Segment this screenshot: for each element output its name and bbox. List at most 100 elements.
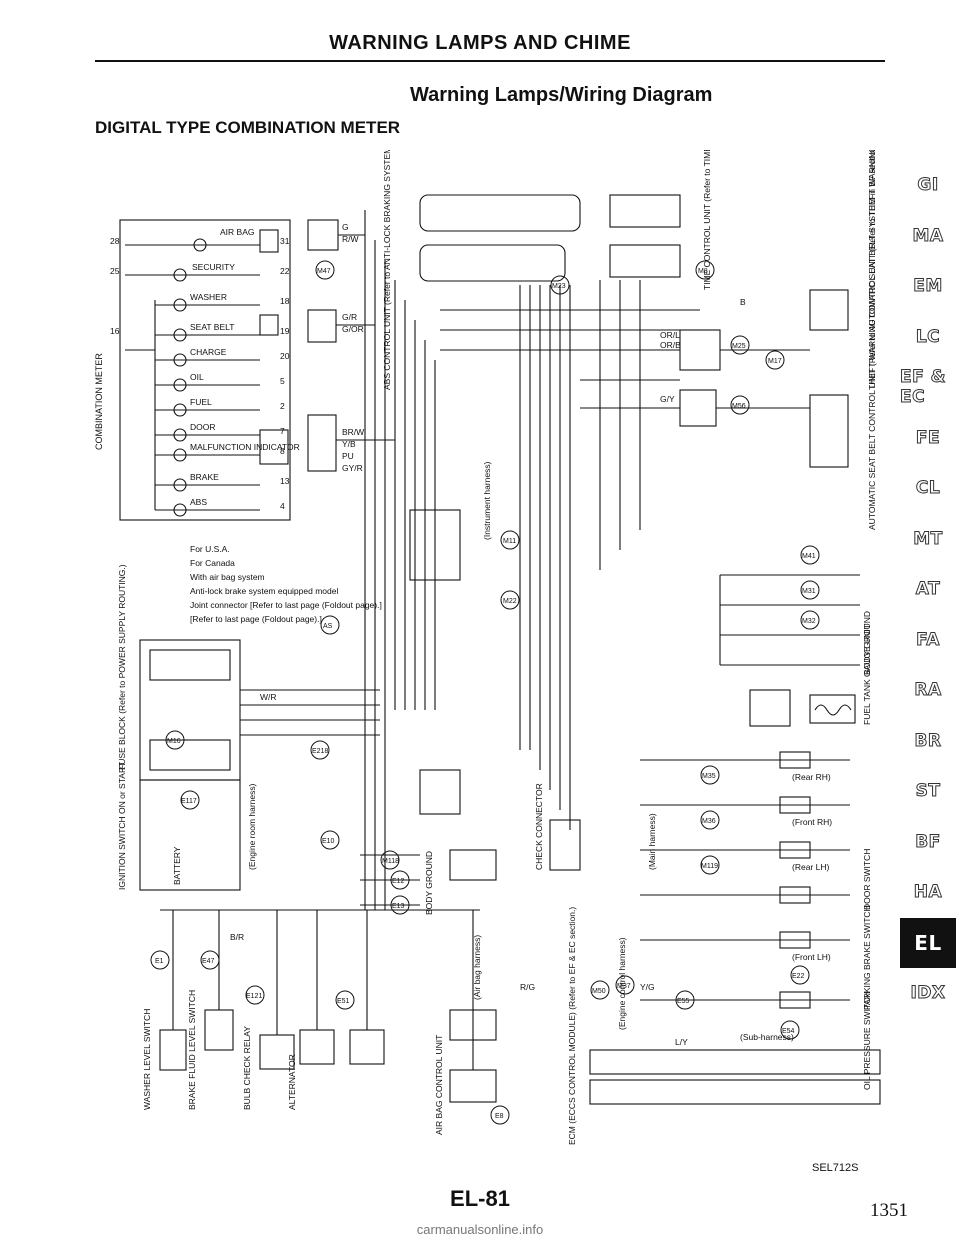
connector-m25: M25 [732, 343, 746, 350]
index-tab-ha[interactable]: HA [913, 882, 943, 903]
watermark: carmanualsonline.info [416, 1222, 544, 1237]
index-tab-em[interactable]: EM [913, 276, 943, 297]
fuel-gauge-connector [749, 689, 791, 727]
diagram-labels: AIR BAG SECURITY WASHER SEAT BELT CHARGE… [94, 150, 877, 1145]
washer-level-box [159, 1029, 187, 1071]
header-rule [95, 60, 885, 62]
connector-m119: M119 [701, 863, 718, 870]
page-header: WARNING LAMPS AND CHIME [329, 32, 631, 54]
fuel-gauge-unit [809, 694, 856, 724]
index-tab-el-active[interactable]: EL [900, 917, 956, 968]
brake-fluid-switch-label: BRAKE FLUID LEVEL SWITCH [187, 990, 197, 1110]
connector-upper-2 [307, 309, 337, 343]
wire-color-ly: L/Y [675, 1037, 688, 1047]
connector-m22: M22 [503, 598, 517, 605]
index-tab-fe[interactable]: FE [915, 427, 941, 448]
connector-e117: E117 [181, 798, 197, 805]
connector-e22: E22 [792, 973, 805, 980]
combination-meter-title: COMBINATION METER [94, 353, 104, 450]
connector-e47: E47 [202, 958, 215, 965]
meter-pin-8: 8 [280, 446, 285, 456]
index-tab-gi[interactable]: GI [917, 175, 939, 196]
wire-color-yb: Y/B [342, 439, 356, 449]
door-switch-rear-rh: (Rear RH) [792, 772, 831, 782]
combination-meter-frame [119, 219, 291, 521]
index-tab-fa[interactable]: FA [916, 629, 940, 650]
bulb-check-relay-label: BULB CHECK RELAY [242, 1026, 252, 1110]
body-ground-lower [360, 854, 420, 906]
theft-warning-connector [809, 289, 849, 331]
index-tab-idx[interactable]: IDX [910, 983, 946, 1004]
index-tab-st[interactable]: ST [915, 781, 941, 802]
fuse-block-frame [139, 639, 241, 781]
index-tab-ef-ec[interactable]: EF & EC [900, 367, 946, 408]
section-title: Warning Lamps/Wiring Diagram [410, 84, 713, 106]
wire-color-rw: R/W [342, 234, 359, 244]
connector-e13: E13 [392, 903, 405, 910]
meter-lamp-lines [125, 244, 260, 511]
abs-control-unit-label: ABS CONTROL UNIT (Refer to ANTI-LOCK BRA… [382, 150, 392, 390]
time-control-unit-label: TIME CONTROL UNIT (Refer to TIME CONTROL… [702, 150, 712, 290]
lamp-charge-label: CHARGE [190, 347, 227, 357]
wire-color-g: G [342, 222, 349, 232]
lamp-abs-label: ABS [190, 497, 207, 507]
wire-color-b: B [740, 297, 746, 307]
ecm-connector-bottom [589, 1079, 881, 1105]
air-bag-harness-label: (Air bag harness) [472, 935, 482, 1000]
door-switch-lines [640, 751, 850, 1009]
connector-e12: E12 [392, 878, 405, 885]
meter-pin-28: 28 [110, 236, 120, 246]
connector-m31: M31 [802, 588, 816, 595]
wire-color-pu: PU [342, 451, 354, 461]
jc-connector-m65 [679, 329, 721, 371]
meter-connector-2 [259, 314, 279, 336]
connector-e8: E8 [495, 1113, 504, 1120]
legend-as: Anti-lock brake system equipped model [190, 586, 338, 596]
meter-connector-3 [259, 429, 289, 465]
index-tab-ra[interactable]: RA [914, 680, 942, 701]
meter-pin-5: 5 [280, 376, 285, 386]
alternator-label: ALTERNATOR [287, 1054, 297, 1110]
wire-color-br: B/R [230, 932, 244, 942]
lamp-security-label: SECURITY [192, 262, 235, 272]
connector-m8: M8 [698, 268, 708, 275]
connector-m36: M36 [702, 818, 716, 825]
lamp-oil-label: OIL [190, 372, 204, 382]
page-reference: EL-81 [450, 1186, 510, 1211]
engine-control-harness-label: (Engine control harness) [617, 937, 627, 1030]
index-tab-cl[interactable]: CL [915, 478, 941, 499]
index-tab-br[interactable]: BR [914, 730, 942, 751]
index-tab-lc[interactable]: LC [915, 326, 941, 347]
connector-m41: M41 [802, 553, 816, 560]
connector-e55: E55 [677, 998, 690, 1005]
figure-code: SEL712S [812, 1162, 859, 1174]
air-bag-control-box [449, 1069, 497, 1103]
wire-color-gor: G/OR [342, 324, 364, 334]
page-number: 1351 [870, 1200, 908, 1221]
lamp-fuel-label: FUEL [190, 397, 212, 407]
jc-connector-m66 [679, 389, 717, 427]
body-ground-upper-label: BODY GROUND [862, 611, 872, 675]
wire-color-yg: Y/G [640, 982, 655, 992]
connector-e54: E54 [782, 1028, 795, 1035]
lamp-washer-label: WASHER [190, 292, 227, 302]
meter-pin-19: 19 [280, 326, 290, 336]
alternator-box [299, 1029, 335, 1065]
meter-connector-1 [259, 229, 279, 253]
ecm-label: ECM (ECCS CONTROL MODULE) (Refer to EF &… [567, 907, 577, 1145]
connector-e1: E1 [155, 958, 164, 965]
index-tab-mt[interactable]: MT [913, 528, 943, 549]
meter-pin-7: 7 [280, 426, 285, 436]
connector-m37: M37 [617, 983, 631, 990]
diagram-subtitle: DIGITAL TYPE COMBINATION METER [95, 118, 401, 137]
index-tab-at[interactable]: AT [915, 579, 941, 600]
index-tab-bf[interactable]: BF [915, 831, 941, 852]
connector-e51: E51 [337, 998, 350, 1005]
connector-m118: M118 [382, 858, 399, 865]
wiring-diagram: AIR BAG SECURITY WASHER SEAT BELT CHARGE… [94, 150, 881, 1145]
index-tab-ma[interactable]: MA [912, 225, 944, 246]
legend-ab: With air bag system [190, 572, 265, 582]
seat-belt-unit-label: AUTOMATIC SEAT BELT CONTROL UNIT (Refer … [867, 150, 877, 530]
meter-pin-16: 16 [110, 326, 120, 336]
parking-brake-switch-label: PARKING BRAKE SWITCH [862, 905, 872, 1010]
